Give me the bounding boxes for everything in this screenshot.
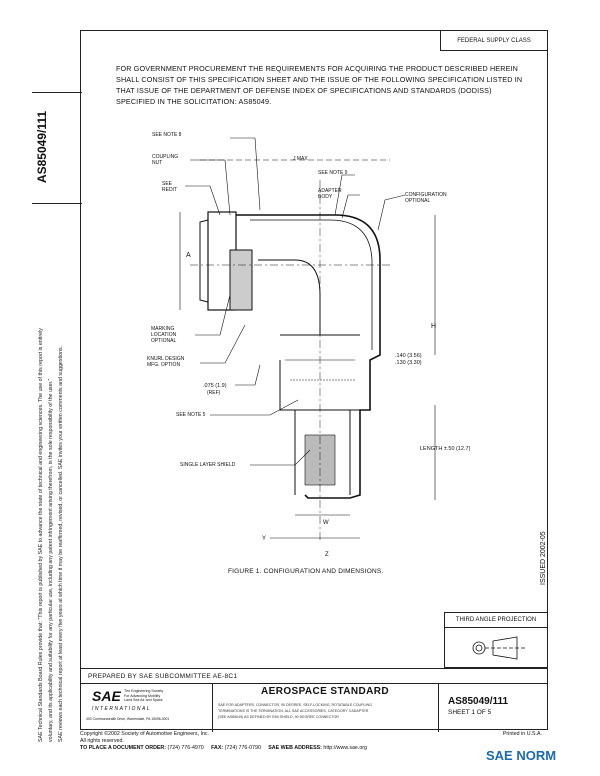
dim-075: .075 (1.9) (203, 383, 227, 389)
label-location: LOCATION (151, 332, 177, 338)
prepared-by: PREPARED BY SAE SUBCOMMITTEE AE-8C1 (88, 673, 238, 680)
configuration-drawing (179, 137, 436, 540)
rights: All rights reserved. (80, 738, 124, 744)
doc-id-box (32, 92, 82, 204)
label-j-max: J MAX (293, 156, 308, 162)
dim-a: A (186, 252, 191, 259)
sheet-frame (80, 30, 548, 730)
label-knurl: KNURL DESIGN (147, 356, 185, 362)
label-adapter: ADAPTER (318, 188, 342, 194)
label-see-note-9: SEE NOTE 9 (318, 170, 348, 176)
label-configuration: CONFIGURATION (405, 192, 447, 198)
printed-in: Printed in U.S.A. (502, 731, 542, 737)
side-note-line-2: voluntary, and its applicability and sui… (48, 378, 54, 742)
label-see-note-5: SEE NOTE 5 (176, 412, 206, 418)
dim-w: W (323, 520, 329, 526)
sheet-number: SHEET 1 OF 5 (448, 709, 492, 716)
doc-id-vertical: AS85049/111 (35, 110, 49, 184)
label-see: SEE (162, 181, 173, 187)
label-body: BODY (318, 194, 333, 200)
sae-address: 400 Commonwealth Drive, Warrendale, PA 1… (86, 717, 170, 721)
label-single-layer-shield: SINGLE LAYER SHIELD (180, 462, 236, 468)
sae-logo-cell: SAE The Engineering Society For Advancin… (80, 684, 213, 732)
label-nut: NUT (152, 160, 163, 166)
dim-y: Y (262, 536, 267, 542)
label-marking: MARKING (151, 326, 175, 332)
title-block: PREPARED BY SAE SUBCOMMITTEE AE-8C1 SAE … (80, 668, 548, 732)
doc-number: AS85049/111 (448, 696, 509, 707)
dim-h: H (431, 323, 437, 330)
standard-description: SAE FOR ADAPTERS, CONNECTOR, 90 DEGREE, … (218, 703, 372, 719)
dim-ref: (REF) (207, 390, 221, 396)
projection-title: THIRD ANGLE PROJECTION (445, 613, 547, 628)
side-note-line-1: SAE Technical Standards Board Rules prov… (38, 328, 44, 742)
dim-z: Z (325, 552, 329, 558)
doc-number-cell: AS85049/111 SHEET 1 OF 5 (438, 684, 548, 732)
dim-140: .140 (3.56) (395, 353, 422, 359)
label-see-note-8: SEE NOTE 8 (152, 132, 182, 138)
order-line: TO PLACE A DOCUMENT ORDER: (724) 776-497… (80, 745, 367, 751)
sae-logo: SAE (92, 688, 121, 704)
copyright: Copyright ©2002 Society of Automotive En… (80, 731, 210, 737)
federal-supply-class: FEDERAL SUPPLY CLASS (440, 31, 547, 51)
projection-symbol (472, 636, 527, 660)
dim-130: .130 (3.30) (395, 360, 422, 366)
standard-title: AEROSPACE STANDARD (261, 686, 389, 697)
label-marking-optional: OPTIONAL (151, 338, 177, 344)
label-optional: OPTIONAL (405, 198, 431, 204)
sae-international: INTERNATIONAL (92, 706, 152, 712)
side-note-line-3: SAE reviews each technical report at lea… (58, 345, 64, 742)
issued-date: ISSUED 2002-05 (540, 531, 547, 585)
title-block-row: SAE The Engineering Society For Advancin… (80, 683, 548, 732)
standard-cell: AEROSPACE STANDARD SAE FOR ADAPTERS, CON… (212, 684, 439, 732)
figure-caption: FIGURE 1. CONFIGURATION AND DIMENSIONS. (228, 568, 384, 575)
sae-logo-tagline: The Engineering Society For Advancing Mo… (124, 689, 164, 702)
procurement-notice: FOR GOVERNMENT PROCUREMENT THE REQUIREME… (116, 64, 523, 106)
label-mfg-option: MFG. OPTION (147, 362, 181, 368)
projection-box: THIRD ANGLE PROJECTION (444, 612, 548, 668)
label-redit: REDIT (162, 187, 177, 193)
dim-length: LENGTH ±.50 (12.7) (420, 446, 471, 452)
watermark-logo: SAE NORM (486, 748, 557, 763)
label-coupling: COUPLING (152, 154, 179, 160)
footer: Copyright ©2002 Society of Automotive En… (80, 731, 548, 752)
